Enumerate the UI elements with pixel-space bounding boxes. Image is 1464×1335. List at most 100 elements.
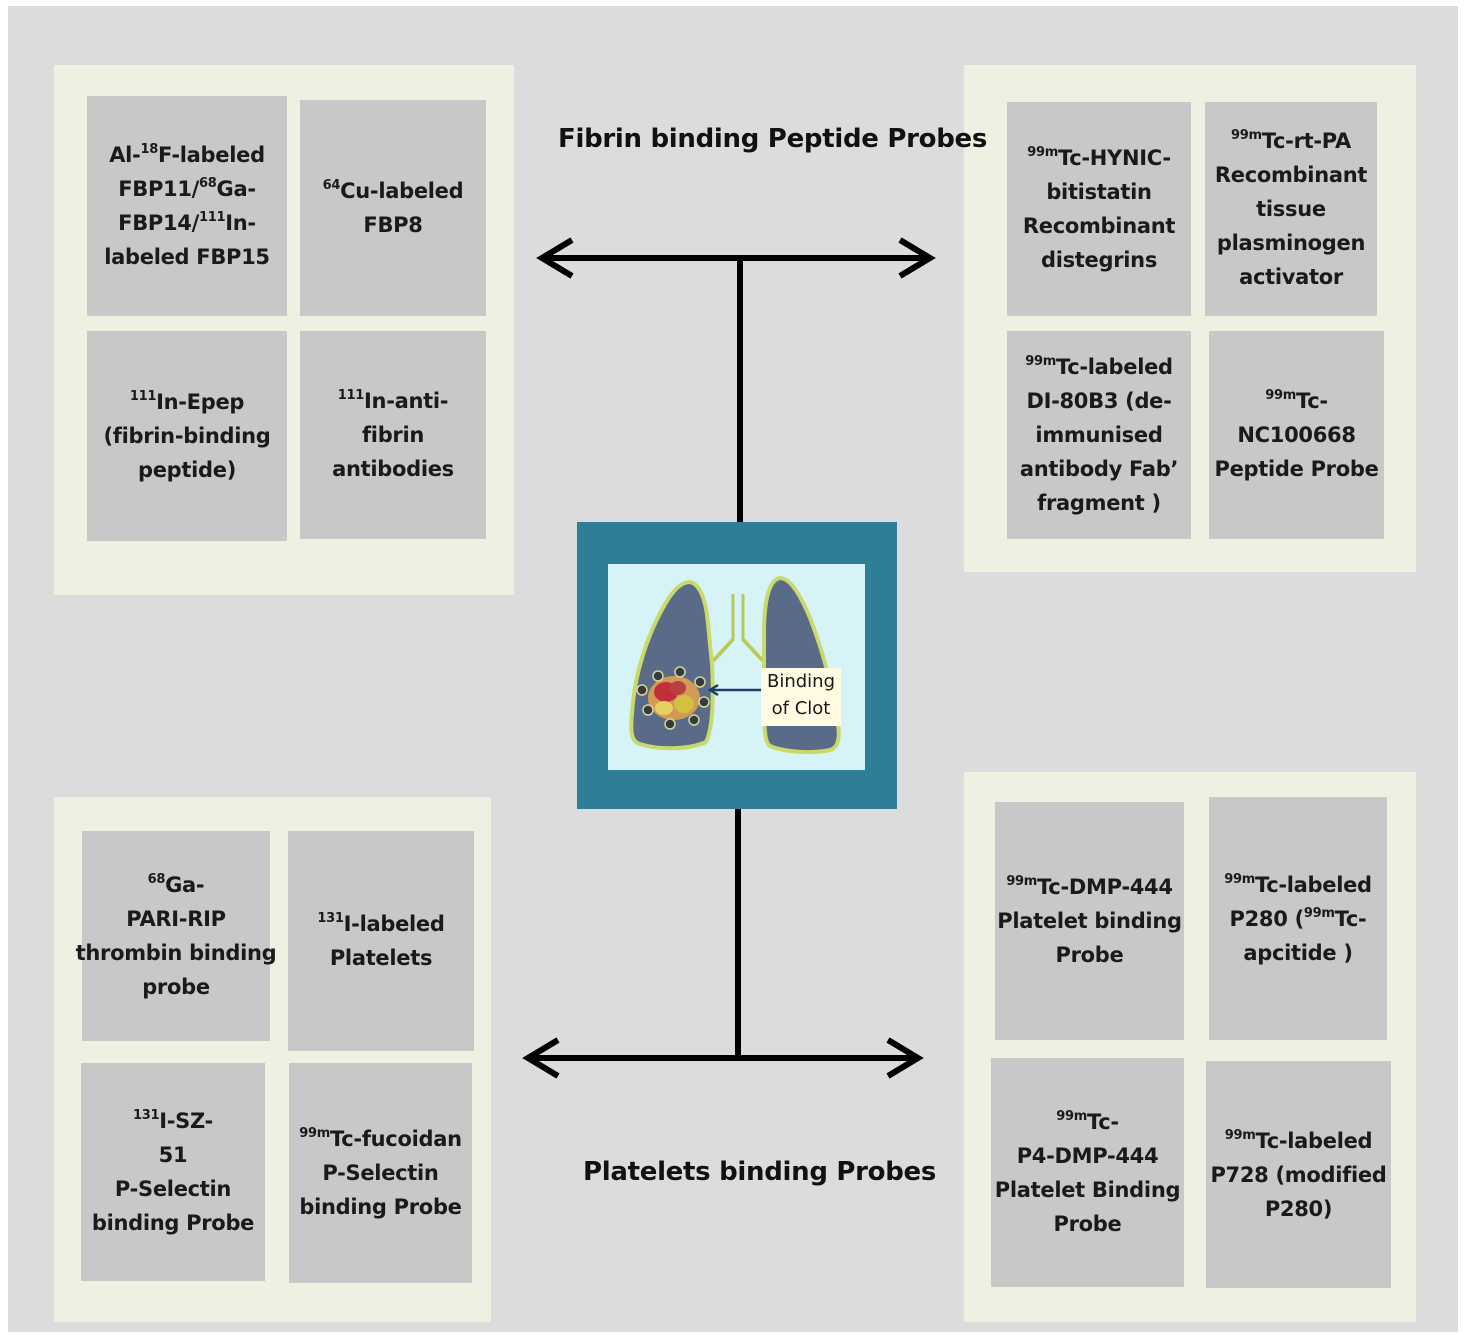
probe-text: 68Ga- PARI-RIP thrombin binding probe: [76, 868, 277, 1004]
probe-text-line: PARI-RIP: [126, 907, 226, 931]
probe-text-line: NC100668: [1237, 423, 1356, 447]
probe-text-line: P-Selectin: [322, 1161, 439, 1185]
heading-platelet-probes: Platelets binding Probes: [583, 1157, 937, 1187]
probe-text-line: distegrins: [1040, 248, 1158, 272]
probe-text-line: probe: [142, 975, 210, 999]
probe-text-line: antibodies: [332, 457, 454, 481]
isotope-mass-number: 68: [199, 176, 217, 191]
clot-cluster-icon: [636, 666, 710, 730]
isotope-mass-number: 111: [337, 388, 365, 403]
binding-of-clot-label: Binding of Clot: [761, 668, 841, 726]
probe-text-line: 111In-anti-: [337, 388, 449, 413]
probe-text: 99mTc-rt-PA Recombinant tissue plasminogen a…: [1214, 124, 1368, 294]
probe-text-line: FBP11/68Ga-: [118, 176, 256, 201]
probe-text-line: antibody Fab’: [1019, 457, 1179, 481]
probe-text-line: 99mTc-: [1265, 388, 1328, 413]
probe-text-line: 51: [158, 1143, 188, 1167]
probe-text-line: fibrin: [361, 423, 425, 447]
probe-text-line: Recombinant: [1214, 163, 1368, 187]
probe-text: 111In-anti-fibrin antibodies: [332, 384, 454, 486]
probe-text-line: activator: [1239, 265, 1343, 289]
probe-text-line: 99mTc-labeled: [1224, 1127, 1373, 1153]
lungs-icon: [629, 575, 841, 755]
probe-text-line: 99mTc-labeled: [1224, 871, 1372, 897]
probe-text-line: bitistatin: [1046, 180, 1152, 204]
isotope-mass-number: 99m: [1224, 1127, 1256, 1143]
lung-illustration: Binding of Clot: [608, 564, 865, 770]
top-left-arrowhead: [536, 237, 574, 279]
probe-text-line: 99mTc-: [1056, 1108, 1119, 1134]
isotope-mass-number: 99m: [1056, 1108, 1087, 1124]
isotope-mass-number: 131: [317, 911, 344, 926]
probe-text-line: P-Selectin: [114, 1177, 232, 1201]
isotope-mass-number: 99m: [1025, 354, 1056, 369]
probe-box-in111-antifibrin: 111In-anti-fibrin antibodies: [300, 331, 486, 539]
probe-box-ga68-pari-rip: 68Ga- PARI-RIP thrombin binding probe: [76, 831, 277, 1041]
probe-text-line: P728 (modified: [1210, 1162, 1387, 1187]
probe-box-tc99m-rtpa: 99mTc-rt-PA Recombinant tissue plasminogen a…: [1205, 102, 1377, 316]
probe-text-line: P4-DMP-444: [1016, 1143, 1159, 1168]
heading-fibrin-probes: Fibrin binding Peptide Probes: [558, 124, 988, 154]
isotope-mass-number: 99m: [1303, 905, 1335, 921]
probe-text-line: Platelet Binding: [994, 1177, 1181, 1202]
top-right-arrowhead: [898, 237, 936, 279]
probe-text-line: fragment ): [1037, 491, 1161, 515]
isotope-mass-number: 99m: [1231, 128, 1262, 143]
probe-text-line: 64Cu-labeled: [322, 178, 464, 203]
isotope-mass-number: 111: [129, 389, 157, 404]
probe-text-line: tissue: [1256, 197, 1326, 221]
isotope-mass-number: 99m: [1006, 874, 1038, 889]
probe-text-line: Platelets: [329, 946, 433, 970]
probe-text-line: 68Ga-: [147, 872, 205, 897]
isotope-mass-number: 99m: [299, 1126, 331, 1141]
clot-label-line1: Binding: [766, 671, 836, 692]
probe-text-line: 111In-Epep: [129, 389, 245, 414]
isotope-mass-number: 99m: [1027, 145, 1058, 160]
isotope-mass-number: 131: [133, 1108, 160, 1123]
isotope-mass-number: 18: [140, 142, 158, 157]
probe-text-line: 99mTc-fucoidan: [299, 1126, 462, 1151]
probe-text-line: plasminogen: [1216, 231, 1366, 255]
probe-text-line: 131I-labeled: [317, 911, 445, 936]
probe-text-line: 99mTc-HYNIC-: [1027, 145, 1171, 170]
clot-label-line2: of Clot: [771, 698, 831, 719]
probe-text-line: FBP8: [363, 213, 423, 237]
probe-text-line: Recombinant: [1022, 214, 1176, 238]
probe-text-line: Platelet binding: [997, 909, 1182, 933]
probe-text-line: Probe: [1053, 1211, 1122, 1236]
probe-text-line: P280 (99mTc-: [1229, 905, 1367, 931]
probe-text-line: thrombin binding: [75, 941, 277, 965]
probe-text-line: binding Probe: [91, 1211, 255, 1235]
probe-text-line: DI-80B3 (de-: [1026, 389, 1172, 413]
probe-text-line: (fibrin-binding: [103, 424, 271, 448]
center-lung-frame: Binding of Clot: [577, 522, 897, 809]
probe-text-line: labeled FBP15: [104, 245, 270, 269]
probe-text-line: Al-18F-labeled: [109, 142, 265, 167]
probe-text-line: 99mTc-rt-PA: [1231, 128, 1351, 153]
probe-text-line: 99mTc-DMP-444: [1006, 874, 1173, 899]
